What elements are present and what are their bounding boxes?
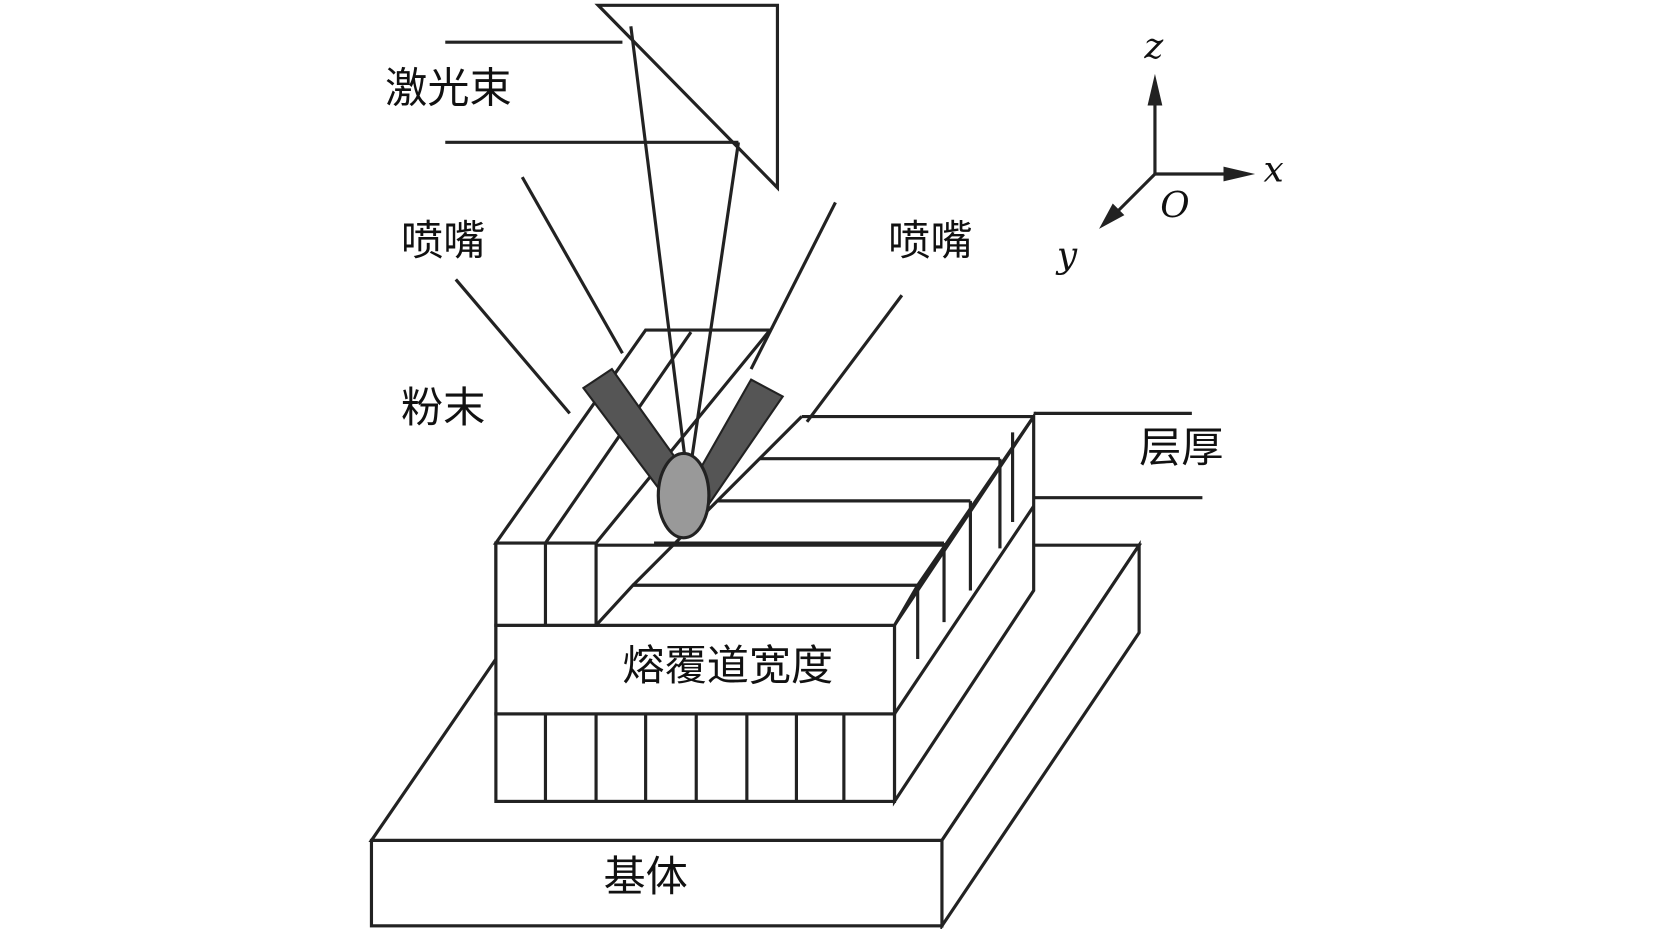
laser-beam-label: 激光束: [385, 63, 511, 112]
z-axis-label: z: [1143, 26, 1164, 67]
deposited-layers: [492, 328, 1036, 807]
layer-thickness-markers: [1033, 411, 1203, 500]
y-axis-label: y: [1055, 235, 1078, 276]
origin-label: O: [1160, 185, 1189, 226]
substrate-label: 基体: [603, 852, 687, 901]
layer-thickness-label: 层厚: [1139, 423, 1223, 472]
nozzle-right-label: 喷嘴: [888, 216, 972, 265]
powder-label: 粉末: [401, 383, 485, 432]
nozzle-left-label: 喷嘴: [401, 216, 485, 265]
laser-optics: [445, 3, 780, 465]
coordinate-axes: [1099, 73, 1256, 229]
melt-pool: [656, 451, 711, 540]
cladding-track-width-label: 熔覆道宽度: [622, 641, 833, 690]
x-axis-label: x: [1264, 149, 1284, 190]
nozzles: [454, 176, 904, 540]
